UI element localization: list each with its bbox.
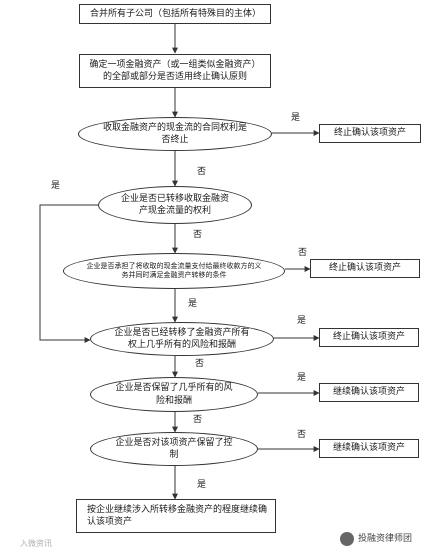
decision-rights-expired-text: 收取金融资产的现金流的合同权利是否终止 bbox=[102, 122, 247, 145]
result-continue-2-text: 继续确认该项资产 bbox=[332, 443, 405, 454]
label-q6-no: 否 bbox=[297, 430, 307, 440]
node-determine-scope: 确定一项金融资产（或一组类似金融资产）的全部或部分是否适用终止确认原则 bbox=[79, 54, 271, 88]
node-continuing-involvement-text: 按企业继续涉入所转移金融资产的程度继续确认该项资产 bbox=[87, 504, 268, 527]
result-derecognize-2-text: 终止确认该项资产 bbox=[328, 263, 401, 274]
decision-pass-through-text: 企业是否承担了将收取的现金流量支付给最终收款方的义务并同时满足金融资产转移的条件 bbox=[86, 261, 262, 279]
watermark-left: 入微资讯 bbox=[20, 539, 52, 548]
node-consolidate-text: 合并所有子公司（包括所有特殊目的主体） bbox=[90, 8, 262, 19]
decision-rights-transferred-text: 企业是否已转移收取金融资产现金流量的权利 bbox=[121, 193, 230, 216]
decision-rights-expired: 收取金融资产的现金流的合同权利是否终止 bbox=[78, 117, 272, 151]
label-q3-yes: 是 bbox=[188, 299, 198, 309]
label-q1-yes: 是 bbox=[291, 113, 301, 123]
decision-control-retained: 企业是否对该项资产保留了控制 bbox=[90, 432, 258, 466]
label-q1-no: 否 bbox=[197, 167, 207, 177]
result-derecognize-3: 终止确认该项资产 bbox=[319, 328, 419, 347]
result-continue-1-text: 继续确认该项资产 bbox=[332, 387, 405, 398]
decision-risks-retained-text: 企业是否保留了几乎所有的风险和报酬 bbox=[115, 383, 233, 406]
watermark-right-text: 投融资律师团 bbox=[358, 533, 413, 544]
decision-risks-transferred: 企业是否已经转移了金融资产所有权上几乎所有的风险和报酬 bbox=[90, 322, 274, 356]
watermark-right: 投融资律师团 bbox=[340, 532, 412, 546]
label-q2-yes: 是 bbox=[51, 181, 61, 191]
label-q5-yes: 是 bbox=[297, 373, 307, 383]
decision-control-retained-text: 企业是否对该项资产保留了控制 bbox=[115, 437, 233, 460]
label-q4-yes: 是 bbox=[297, 316, 307, 326]
decision-risks-retained: 企业是否保留了几乎所有的风险和报酬 bbox=[90, 377, 258, 412]
label-q3-no: 否 bbox=[298, 248, 308, 258]
result-derecognize-2: 终止确认该项资产 bbox=[310, 259, 420, 278]
label-q5-no: 否 bbox=[193, 415, 203, 425]
label-q4-no: 否 bbox=[195, 359, 205, 369]
result-continue-2: 继续确认该项资产 bbox=[319, 439, 419, 458]
decision-pass-through: 企业是否承担了将收取的现金流量支付给最终收款方的义务并同时满足金融资产转移的条件 bbox=[63, 253, 285, 289]
decision-rights-transferred: 企业是否已转移收取金融资产现金流量的权利 bbox=[98, 186, 252, 224]
wechat-logo-icon bbox=[340, 532, 354, 546]
label-q6-yes: 是 bbox=[197, 480, 207, 490]
node-continuing-involvement: 按企业继续涉入所转移金融资产的程度继续确认该项资产 bbox=[76, 499, 276, 533]
node-consolidate: 合并所有子公司（包括所有特殊目的主体） bbox=[79, 4, 271, 24]
result-derecognize-3-text: 终止确认该项资产 bbox=[332, 332, 405, 343]
result-derecognize-1: 终止确认该项资产 bbox=[319, 124, 421, 143]
node-determine-scope-text: 确定一项金融资产（或一组类似金融资产）的全部或部分是否适用终止确认原则 bbox=[89, 59, 261, 82]
decision-risks-transferred-text: 企业是否已经转移了金融资产所有权上几乎所有的风险和报酬 bbox=[114, 327, 250, 350]
label-q2-no: 否 bbox=[193, 230, 203, 240]
edge-q2-q4-loop bbox=[39, 204, 98, 343]
result-derecognize-1-text: 终止确认该项资产 bbox=[333, 128, 406, 139]
result-continue-1: 继续确认该项资产 bbox=[319, 383, 419, 402]
